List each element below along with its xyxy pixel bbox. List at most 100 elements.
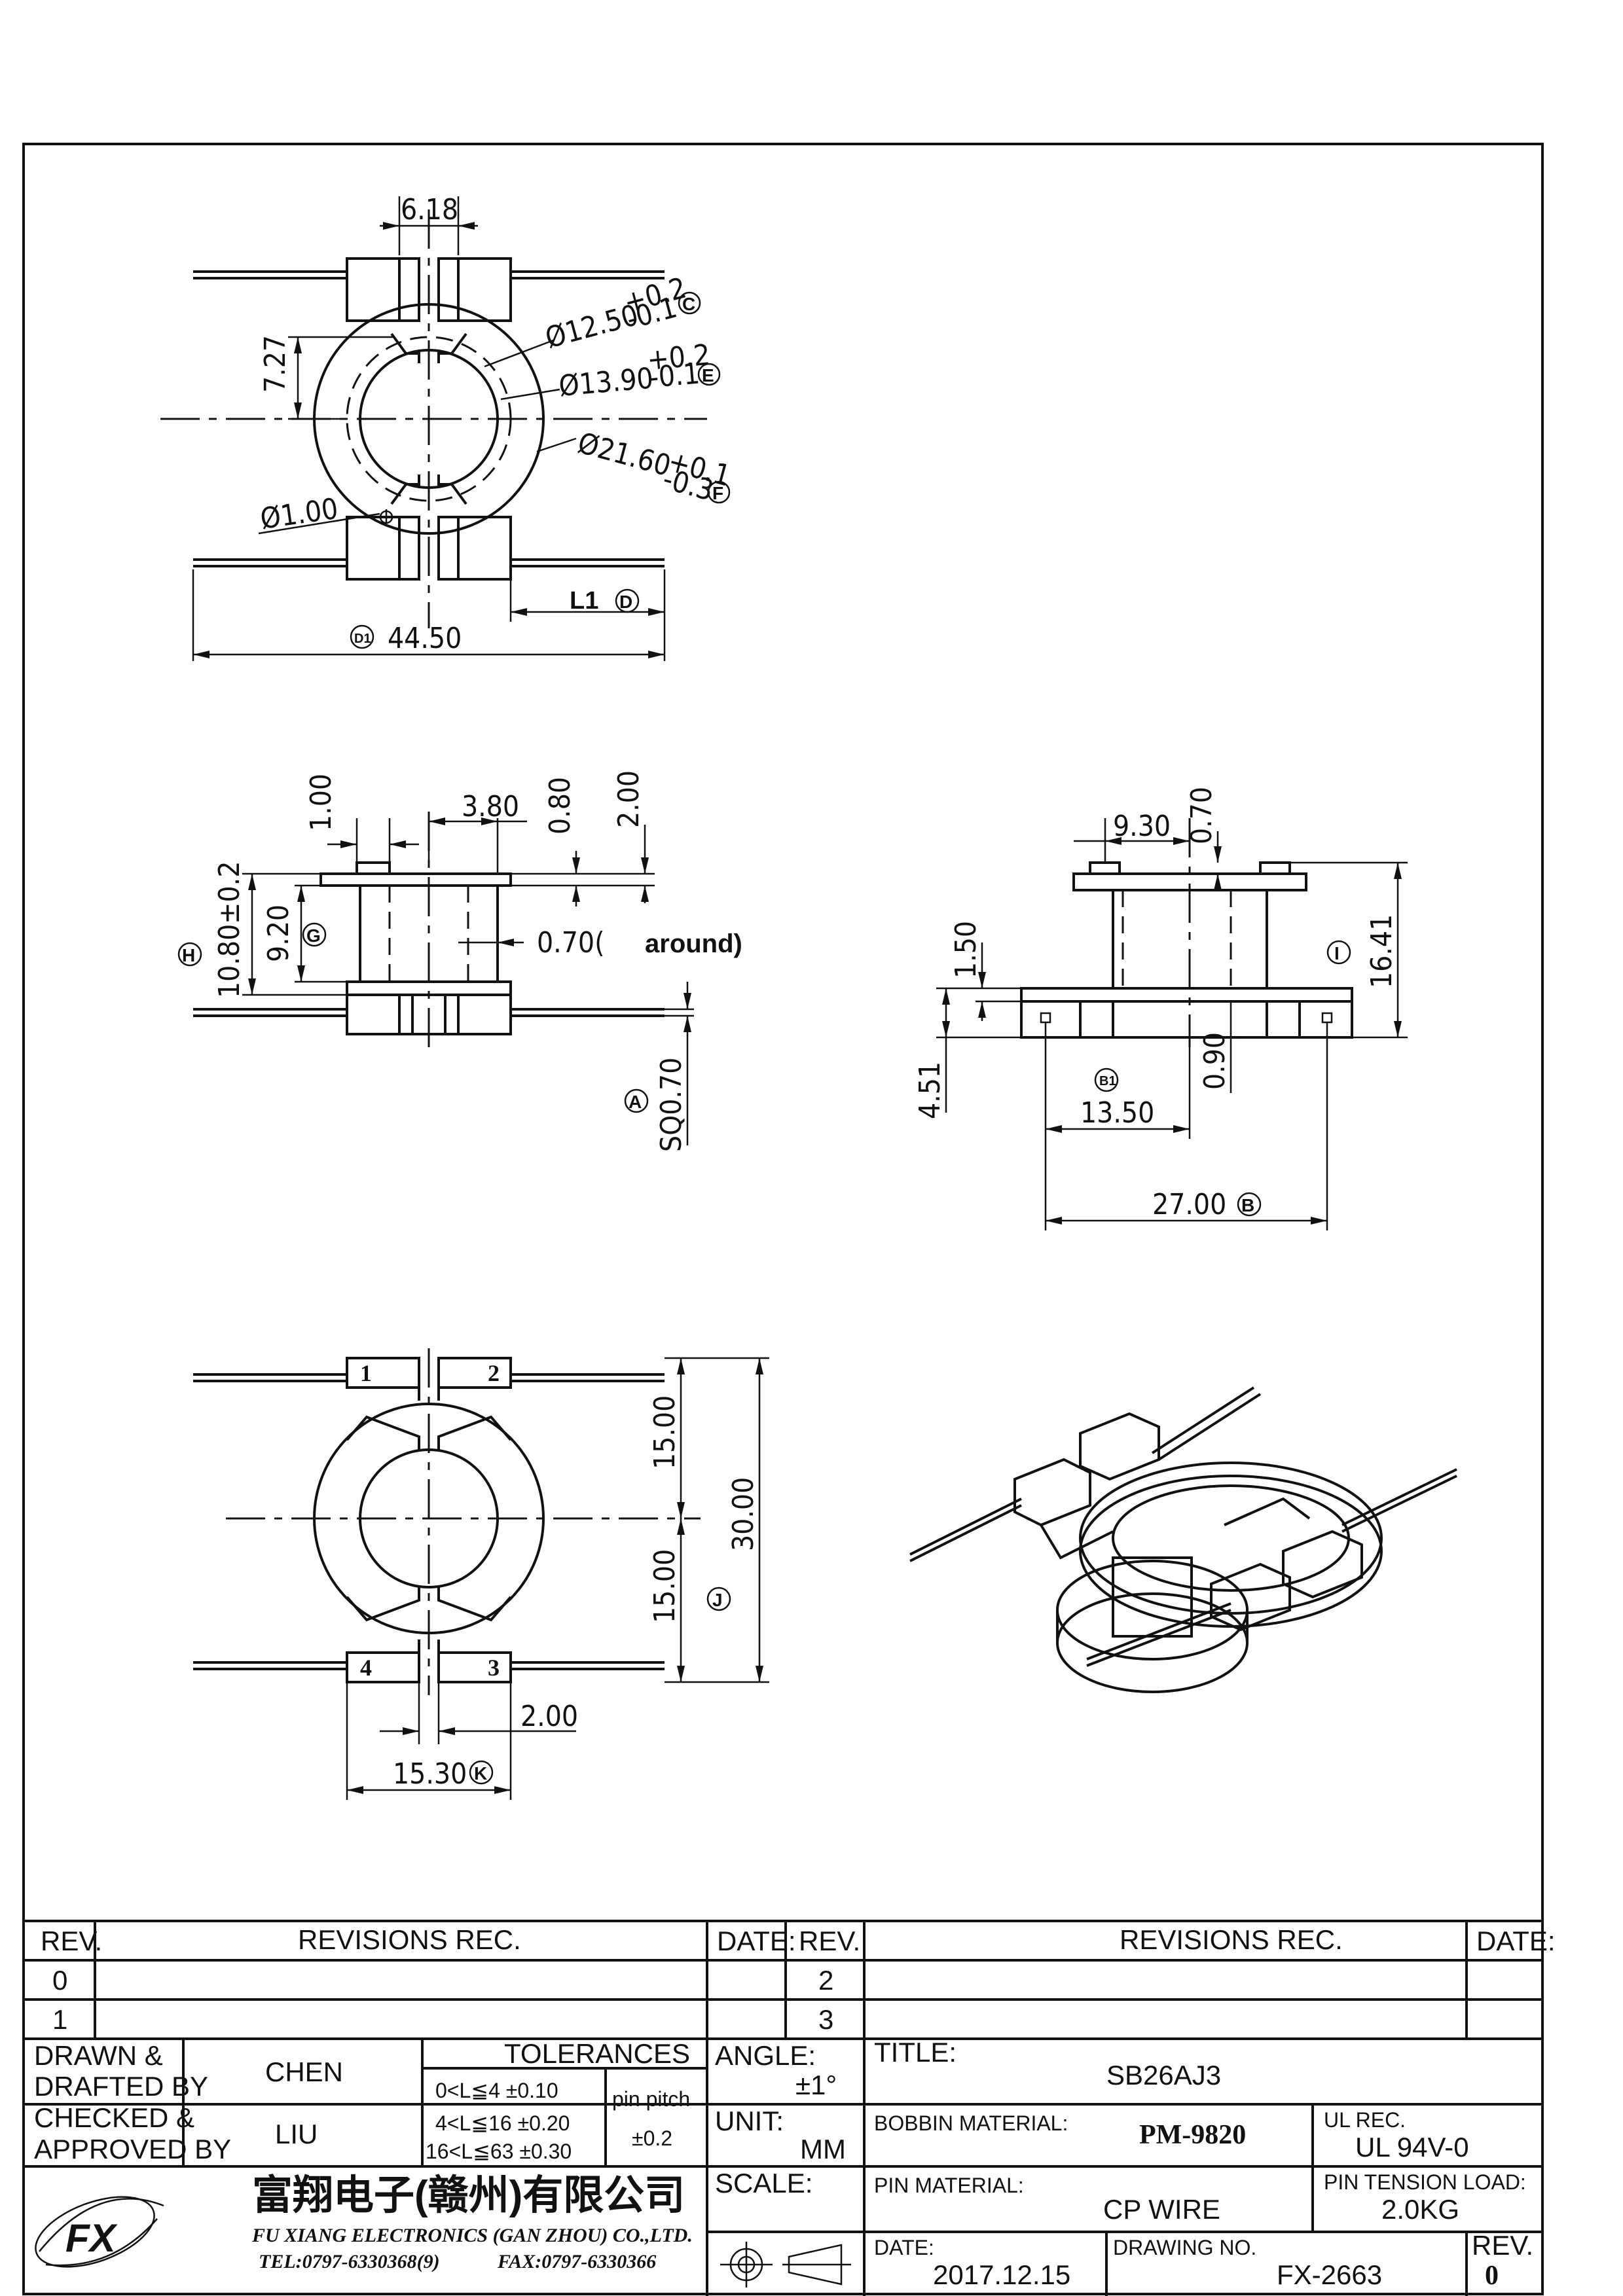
company-fax: FAX:0797-6330366 xyxy=(497,2251,656,2272)
dim-10-80: 10.80±0.2 xyxy=(213,861,246,998)
ul-label: UL REC. xyxy=(1324,2108,1406,2132)
dim-7-27: 7.27 xyxy=(259,335,292,393)
checked-label-2: APPROVED BY xyxy=(34,2134,231,2164)
drawing-no-label: DRAWING NO. xyxy=(1113,2236,1256,2259)
isometric-view xyxy=(909,1386,1457,1693)
tol-row-2: 4<L≦16 ±0.20 xyxy=(435,2111,570,2135)
drawn-label-1: DRAWN & xyxy=(34,2040,163,2071)
dim-6-18: 6.18 xyxy=(401,193,458,226)
dim-15-30: 15.30 xyxy=(393,1757,467,1791)
rev-row-0: 0 xyxy=(52,1965,67,1996)
ref-b: B xyxy=(1241,1195,1254,1215)
dim-3-80: 3.80 xyxy=(462,790,519,823)
pin-4: 4 xyxy=(360,1655,372,1681)
revisions-header-left: REVISIONS REC. xyxy=(298,1924,521,1955)
dim-1-50: 1.50 xyxy=(949,921,983,978)
date-label: DATE: xyxy=(874,2236,934,2259)
front-view: 9.30 0.70 16.41 I 1.50 4.51 0.90 xyxy=(913,787,1408,1230)
revisions-header-right: REVISIONS REC. xyxy=(1120,1924,1343,1955)
ref-d1: D1 xyxy=(354,632,371,646)
rev-label: REV. xyxy=(1472,2230,1533,2261)
dim-15-00-top: 15.00 xyxy=(648,1395,682,1469)
unit-label: UNIT: xyxy=(715,2106,784,2136)
checked-value: LIU xyxy=(275,2119,318,2149)
dim-30-00: 30.00 xyxy=(727,1477,760,1551)
title-label: TITLE: xyxy=(874,2037,957,2068)
dim-side-2-00: 2.00 xyxy=(612,770,646,828)
dim-4-51: 4.51 xyxy=(913,1062,947,1119)
ref-e: E xyxy=(702,365,714,386)
pin-1: 1 xyxy=(360,1360,372,1386)
ref-b1: B1 xyxy=(1099,1074,1116,1088)
rev-row-2: 2 xyxy=(818,1965,833,1996)
side-view: 1.00 3.80 0.80 2.00 9.20 G 10.80±0.2 xyxy=(177,770,742,1152)
rev-value: 0 xyxy=(1485,2261,1499,2291)
pin-material-value: CP WIRE xyxy=(1103,2194,1220,2225)
ref-j: J xyxy=(712,1590,723,1610)
unit-value: MM xyxy=(800,2134,846,2164)
dim-side-1-00: 1.00 xyxy=(304,774,338,831)
dim-13-90: Ø13.90 xyxy=(558,362,655,403)
dim-27-00: 27.00 xyxy=(1152,1188,1226,1221)
pin-2: 2 xyxy=(488,1360,500,1386)
title-block: REV. REVISIONS REC. DATE: REV. REVISIONS… xyxy=(24,1920,1556,2296)
drawing-frame xyxy=(22,143,1544,2295)
pin-3: 3 xyxy=(488,1655,500,1681)
title-value: SB26AJ3 xyxy=(1106,2060,1221,2090)
bottom-view: 1 2 4 3 15.00 15.00 30.00 J xyxy=(193,1348,769,1800)
dim-sq-0-70: SQ0.70 xyxy=(655,1058,688,1152)
dim-l1: L1 xyxy=(570,587,598,615)
dim-front-0-70: 0.70 xyxy=(1185,787,1218,844)
rev-row-1: 1 xyxy=(52,2004,67,2035)
drawing-no-value: FX-2663 xyxy=(1277,2259,1382,2290)
dim-0-80: 0.80 xyxy=(543,777,577,834)
pin-pitch-value: ±0.2 xyxy=(632,2126,672,2150)
checked-label-1: CHECKED & xyxy=(34,2102,194,2133)
dim-44-50: 44.50 xyxy=(388,622,462,655)
dim-9-20: 9.20 xyxy=(262,905,295,962)
dim-13-90-tol-minus: -0.1 xyxy=(648,357,701,395)
angle-label: ANGLE: xyxy=(715,2040,816,2071)
ref-i: I xyxy=(1334,943,1340,963)
company-tel: TEL:0797-6330368(9) xyxy=(259,2251,440,2272)
angle-value: ±1° xyxy=(795,2070,837,2100)
date-value: 2017.12.15 xyxy=(933,2259,1070,2290)
tol-row-1: 0<L≦4 ±0.10 xyxy=(435,2079,558,2102)
dim-16-41: 16.41 xyxy=(1365,914,1398,988)
date-header-left: DATE: xyxy=(717,1926,796,1956)
tol-row-3: 16<L≦63 ±0.30 xyxy=(426,2140,572,2163)
projection-symbol xyxy=(720,2242,851,2287)
dim-13-50: 13.50 xyxy=(1080,1096,1154,1130)
ref-g: G xyxy=(306,925,321,946)
dim-bottom-2-00: 2.00 xyxy=(520,1700,578,1733)
bobbin-label: BOBBIN MATERIAL: xyxy=(874,2111,1068,2135)
drawn-label-2: DRAFTED BY xyxy=(34,2071,208,2102)
dim-0-90: 0.90 xyxy=(1198,1032,1231,1090)
pin-tension-value: 2.0KG xyxy=(1381,2194,1459,2225)
dim-around: around) xyxy=(645,929,742,958)
company-logo: FX xyxy=(35,2196,164,2268)
tolerances-header: TOLERANCES xyxy=(504,2038,690,2069)
ul-value: UL 94V-0 xyxy=(1355,2132,1469,2162)
dim-0-70-around: 0.70( xyxy=(537,926,605,960)
top-view: 6.18 7.27 Ø12.50 +0.2 -0.1 C Ø13.90 +0.2… xyxy=(160,193,734,661)
company-cn: 富翔电子(赣州)有限公司 xyxy=(252,2173,685,2218)
ref-d: D xyxy=(619,592,632,612)
ref-c: C xyxy=(682,294,695,314)
ref-k: K xyxy=(474,1763,487,1784)
dim-hole-1-00: Ø1.00 xyxy=(258,492,340,536)
date-header-right: DATE: xyxy=(1476,1926,1556,1956)
dim-21-60: Ø21.60 xyxy=(574,426,674,483)
company-en: FU XIANG ELECTRONICS (GAN ZHOU) CO.,LTD. xyxy=(251,2225,693,2246)
pin-tension-label: PIN TENSION LOAD: xyxy=(1324,2170,1526,2194)
drawn-value: CHEN xyxy=(265,2056,343,2087)
logo-text: FX xyxy=(65,2216,119,2260)
scale-label: SCALE: xyxy=(715,2168,812,2198)
dim-13-90-tol-plus: +0.2 xyxy=(646,338,712,377)
rev-header-left: REV. xyxy=(41,1926,102,1956)
pin-material-label: PIN MATERIAL: xyxy=(874,2174,1024,2197)
pin-pitch-label: pin pitch xyxy=(612,2087,690,2111)
dim-15-00-bottom: 15.00 xyxy=(648,1549,682,1623)
dim-9-30: 9.30 xyxy=(1113,810,1171,843)
